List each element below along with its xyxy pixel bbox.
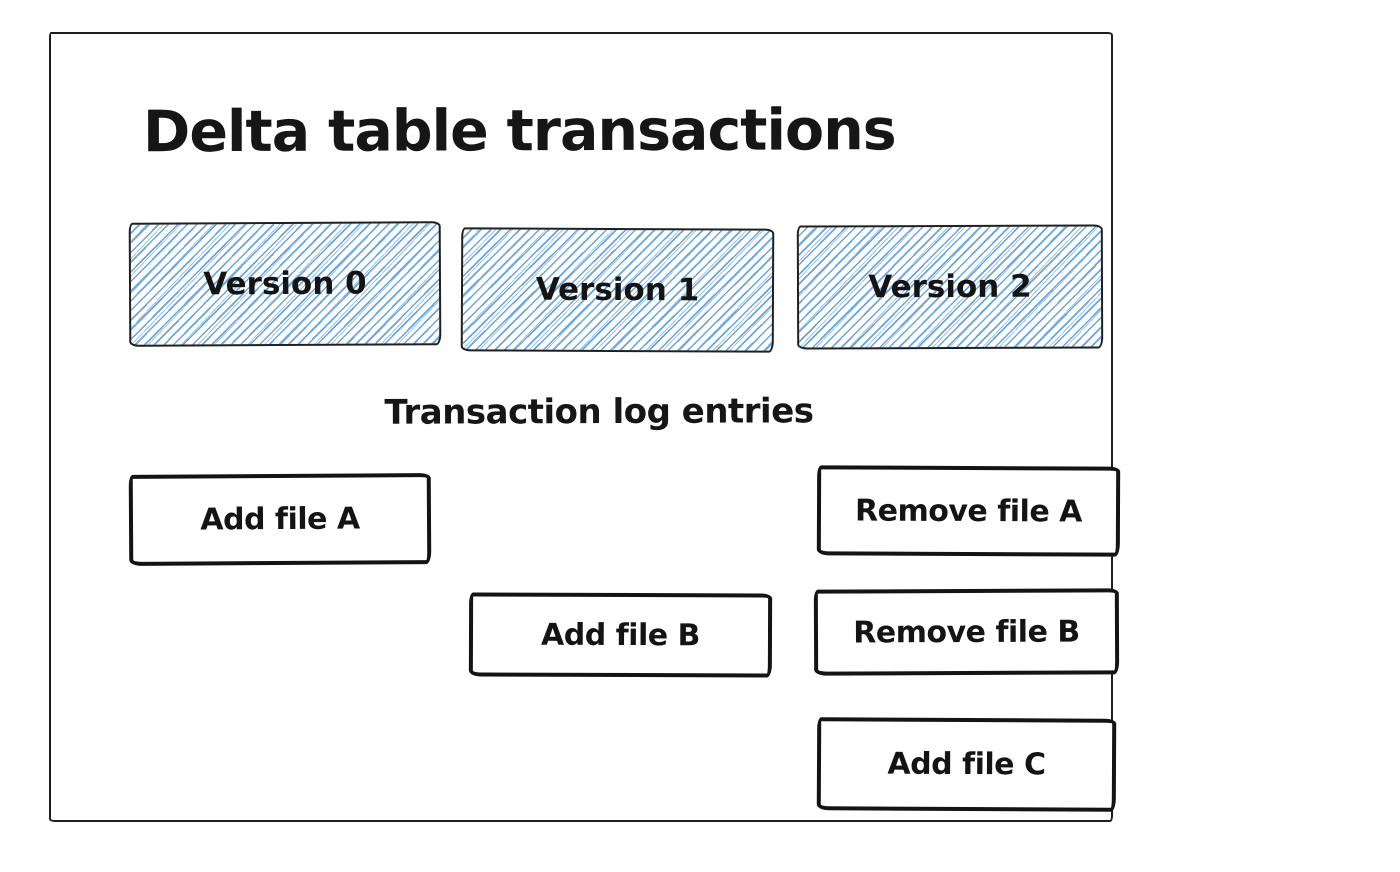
diagram-frame: Delta table transactions Version 0 Versi… bbox=[49, 32, 1121, 822]
txn-box-add-file-c-label: Add file C bbox=[887, 746, 1046, 783]
txn-box-add-file-b-label: Add file B bbox=[540, 617, 700, 653]
version-box-2: Version 2 bbox=[796, 224, 1104, 350]
version-box-0: Version 0 bbox=[128, 221, 442, 347]
txn-box-add-file-b: Add file B bbox=[468, 592, 773, 678]
txn-box-remove-file-b-label: Remove file B bbox=[853, 614, 1080, 650]
transaction-log-label: Transaction log entries bbox=[384, 391, 814, 433]
txn-box-add-file-a-label: Add file A bbox=[200, 501, 360, 538]
version-box-1: Version 1 bbox=[460, 227, 775, 353]
version-box-2-label: Version 2 bbox=[868, 268, 1032, 306]
diagram-title: Delta table transactions bbox=[142, 97, 896, 166]
txn-box-remove-file-b: Remove file B bbox=[813, 588, 1120, 676]
txn-box-remove-file-a: Remove file A bbox=[816, 465, 1121, 557]
version-box-0-label: Version 0 bbox=[203, 265, 367, 303]
txn-box-remove-file-a-label: Remove file A bbox=[855, 493, 1082, 529]
version-box-1-label: Version 1 bbox=[535, 271, 700, 309]
txn-box-add-file-c: Add file C bbox=[816, 717, 1117, 812]
txn-box-add-file-a: Add file A bbox=[128, 473, 432, 566]
